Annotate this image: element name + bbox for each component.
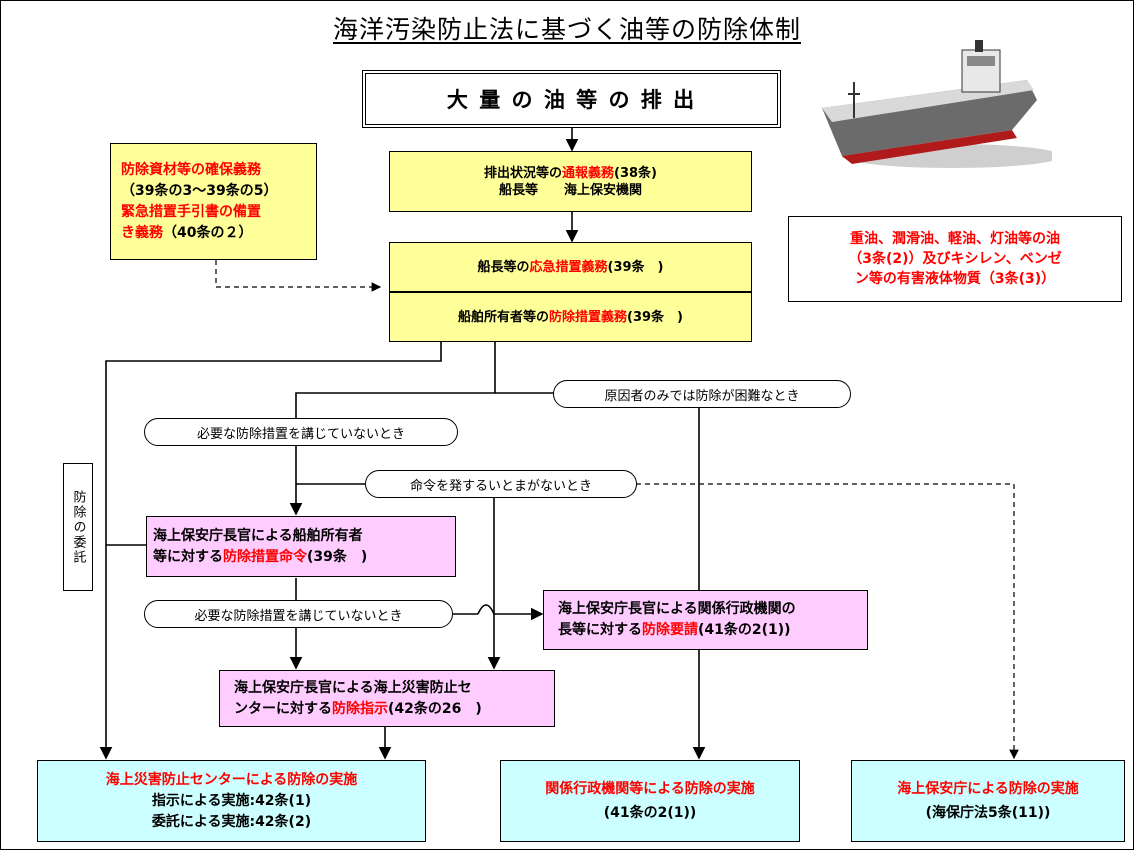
oil-types-note: 重油、潤滑油、軽油、灯油等の油 （3条(2)）及びキシレン、ベンゼ ン等の有害液… xyxy=(788,216,1122,302)
materials-obligation-box: 防除資材等の確保義務 （39条の3～39条の5） 緊急措置手引書の備置 き義務（… xyxy=(110,143,317,260)
request-box: 海上保安庁長官による関係行政機関の 長等に対する防除要請(41条の2(1)) xyxy=(543,590,868,650)
condition-difficult: 原因者のみでは防除が困難なとき xyxy=(553,380,851,408)
condition-not-taken-2: 必要な防除措置を講じていないとき xyxy=(144,600,453,628)
entrust-label: 防除の委託 xyxy=(63,463,93,591)
report-obligation-box: 排出状況等の通報義務(38条) 船長等 海上保安機関 xyxy=(389,151,752,212)
discharge-box: 大 量 の 油 等 の 排 出 xyxy=(362,70,781,128)
condition-no-time: 命令を発するいとまがないとき xyxy=(365,470,637,498)
discharge-label: 大 量 の 油 等 の 排 出 xyxy=(446,88,697,112)
tanker-ship-icon xyxy=(822,40,1052,168)
emergency-measure-box: 船長等の応急措置義務(39条 ) xyxy=(389,242,752,292)
result-coastguard-box: 海上保安庁による防除の実施 (海保庁法5条(11)) xyxy=(851,760,1125,842)
result-center-box: 海上災害防止センターによる防除の実施 指示による実施:42条(1) 委託による実… xyxy=(37,760,426,842)
order-box: 海上保安庁長官による船舶所有者 等に対する防除措置命令(39条 ) xyxy=(146,516,456,577)
condition-not-taken-1: 必要な防除措置を講じていないとき xyxy=(144,418,458,446)
page-title: 海洋汚染防止法に基づく油等の防除体制 xyxy=(332,15,801,44)
prevention-measure-box: 船舶所有者等の防除措置義務(39条 ) xyxy=(389,292,752,342)
instruct-box: 海上保安庁長官による海上災害防止セ ンターに対する防除指示(42条の26 ) xyxy=(219,670,555,727)
result-agencies-box: 関係行政機関等による防除の実施 (41条の2(1)) xyxy=(500,760,800,842)
